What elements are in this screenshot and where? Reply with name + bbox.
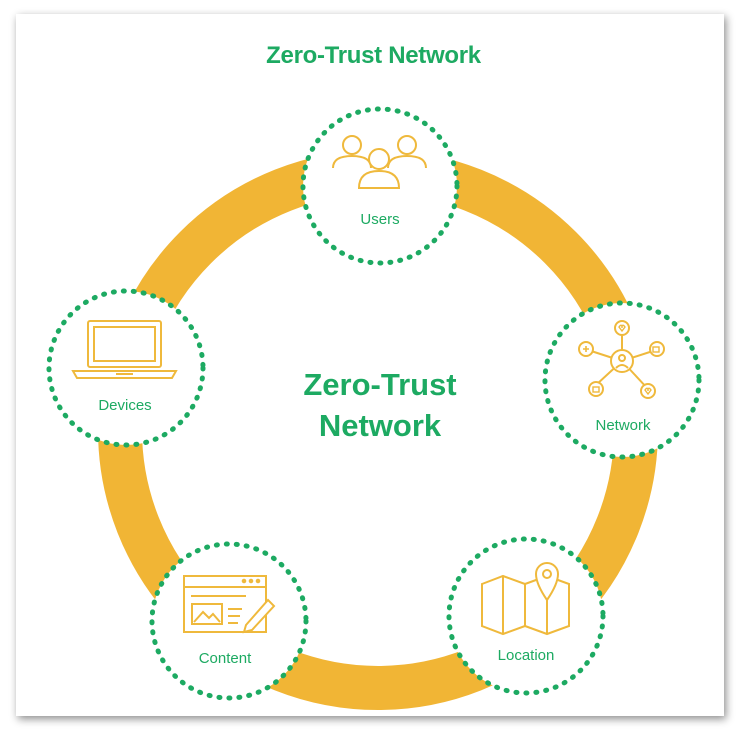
- center-title-line2: Network: [318, 408, 442, 443]
- node-label-content: Content: [198, 650, 252, 667]
- diagram-title: Zero-Trust Network: [266, 42, 481, 69]
- node-label-location: Location: [497, 647, 555, 664]
- node-network: [542, 300, 702, 460]
- web-content-icon: [183, 575, 276, 634]
- center-title-line1: Zero-Trust: [303, 367, 457, 402]
- node-location: [446, 536, 606, 696]
- node-label-devices: Devices: [98, 397, 152, 414]
- center-title: Zero-Trust Network: [230, 364, 530, 446]
- network-icon: [578, 320, 665, 399]
- node-devices: [46, 288, 206, 448]
- map-pin-icon: [481, 562, 570, 636]
- node-label-network: Network: [595, 417, 651, 434]
- node-content: [149, 541, 309, 701]
- node-label-users: Users: [360, 211, 400, 228]
- laptop-icon: [71, 320, 178, 379]
- users-icon: [332, 135, 427, 189]
- node-users: [300, 106, 460, 266]
